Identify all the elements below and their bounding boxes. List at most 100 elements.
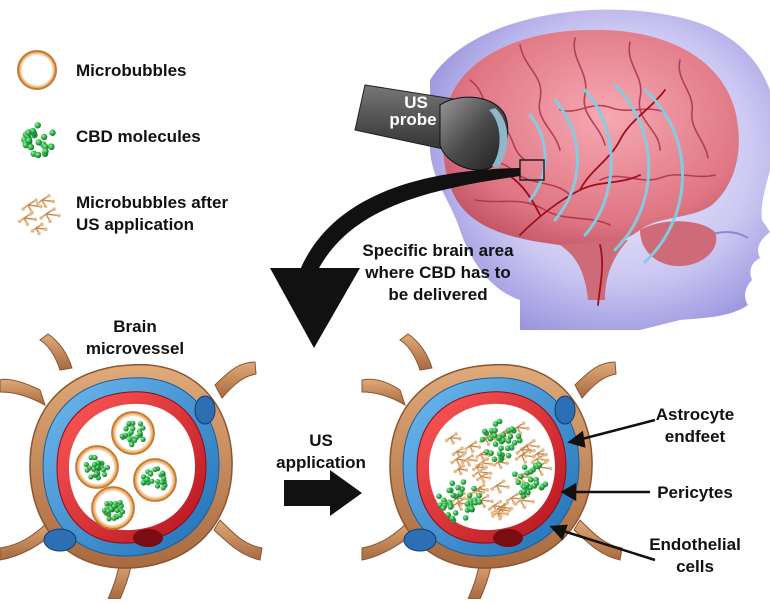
cbd-molecule	[449, 515, 456, 522]
cbd-molecule	[539, 483, 546, 490]
cbd-molecule	[149, 478, 155, 484]
fragment-node	[39, 204, 43, 209]
fragment-node	[544, 452, 548, 457]
fragment-node	[481, 479, 486, 484]
head-illustration	[430, 9, 770, 330]
fragment-node	[491, 514, 495, 518]
cbd-molecule	[466, 492, 473, 499]
cbd-molecule	[25, 137, 33, 144]
fragment-node	[548, 466, 553, 471]
fragment-node	[51, 199, 55, 204]
cbd-molecule	[155, 478, 161, 485]
fragment-node	[470, 449, 475, 454]
released-cbd-and-fragments	[436, 418, 553, 524]
fragment-node	[470, 453, 475, 458]
endothelial-label-line1: Endothelial	[649, 535, 741, 554]
fragment-node	[526, 426, 530, 431]
cbd-molecule	[524, 470, 530, 476]
curved-arrow-body	[300, 168, 520, 270]
fragment-node	[52, 207, 56, 211]
cbd-molecule	[516, 437, 523, 444]
fragment-node	[460, 446, 464, 451]
fragment-node	[482, 504, 487, 509]
fragment-strand	[517, 426, 528, 430]
cbd-molecule	[440, 505, 447, 511]
fragment-node	[461, 453, 465, 457]
cbd-molecule	[481, 428, 488, 435]
probe-label-line1: US	[404, 93, 428, 112]
fragment-node	[541, 448, 545, 452]
fragment-node	[532, 438, 536, 443]
cbd-molecule	[491, 456, 498, 463]
fragment-node	[457, 436, 462, 441]
cbd-molecule	[119, 433, 125, 439]
astrocyte-processes-right	[361, 333, 623, 600]
pericyte-right-1	[403, 528, 437, 552]
fragment-node	[40, 222, 44, 227]
target-area-label-line2: where CBD has to	[365, 263, 511, 282]
cbd-molecule	[111, 515, 117, 521]
fragment-node	[505, 501, 510, 505]
cbd-molecule	[123, 426, 129, 432]
microbubble	[75, 445, 119, 489]
bubble-fragment	[453, 464, 469, 476]
fragment-node	[30, 229, 35, 233]
cbd-molecule	[533, 480, 540, 486]
cbd-molecule	[91, 466, 97, 472]
ruptured-microbubble-icon	[18, 194, 61, 236]
fragment-node	[490, 487, 494, 491]
cbd-molecule	[511, 439, 518, 446]
cbd-molecule	[483, 449, 490, 455]
fragment-strand	[23, 217, 36, 221]
fragment-node	[464, 447, 468, 451]
cbd-molecule	[505, 452, 512, 459]
endothelial-nucleus-right	[493, 529, 523, 547]
ultrasound-waves	[528, 83, 684, 264]
cbd-molecule	[140, 436, 146, 442]
astrocyte-label-line1: Astrocyte	[655, 405, 735, 424]
us-application-arrow	[284, 470, 362, 516]
fragment-node	[522, 505, 527, 510]
cbd-molecule	[491, 432, 498, 439]
fragment-node	[475, 454, 480, 459]
fragment-node	[486, 494, 490, 498]
fragment-node	[509, 506, 514, 511]
cbd-molecule	[159, 479, 165, 485]
cbd-molecule	[101, 507, 108, 514]
fragment-node	[499, 465, 503, 470]
microbubble-icon	[17, 50, 57, 90]
fragment-node	[538, 456, 542, 461]
cbd-molecule	[128, 429, 134, 435]
bubble-fragment	[464, 440, 482, 454]
fragment-node	[473, 440, 478, 445]
fragment-strand	[480, 499, 493, 503]
cbd-molecule	[505, 438, 512, 444]
cbd-molecule	[104, 500, 110, 507]
cbd-molecule	[450, 492, 456, 499]
cbd-molecule	[92, 455, 98, 461]
microbubbles-in-lumen	[75, 411, 177, 530]
fragment-strand	[456, 497, 469, 500]
vessel-label-line1: Brain	[113, 317, 157, 336]
cbd-molecule	[83, 461, 89, 468]
fragment-node	[490, 499, 494, 504]
cbd-molecule	[492, 421, 499, 427]
fragment-node	[464, 468, 469, 472]
fragment-node	[514, 457, 519, 461]
cbd-molecule	[140, 479, 146, 486]
bubble-fragment	[444, 432, 462, 445]
cbd-molecule	[452, 510, 459, 516]
fragment-node	[48, 219, 52, 223]
cbd-molecule	[471, 485, 477, 492]
cbd-molecule	[488, 450, 494, 456]
fragment-node	[465, 458, 469, 463]
fragment-node	[481, 490, 486, 494]
fragment-node	[512, 501, 517, 505]
bubble-fragment	[30, 222, 48, 236]
fragment-node	[532, 454, 536, 459]
cbd-molecule	[100, 467, 107, 473]
fragment-node	[444, 438, 449, 443]
microbubble	[111, 411, 155, 455]
delivery-arrow	[270, 168, 520, 348]
